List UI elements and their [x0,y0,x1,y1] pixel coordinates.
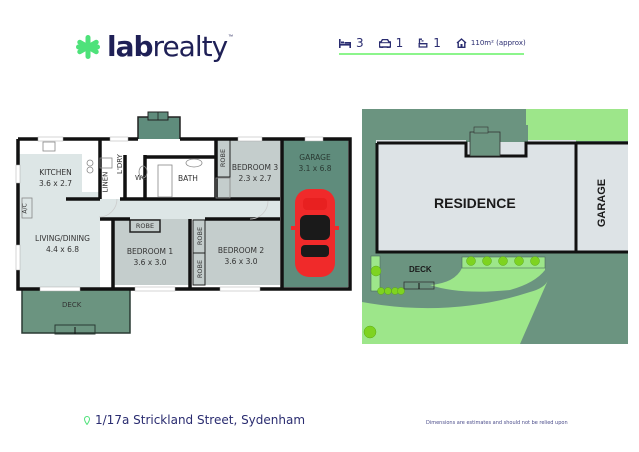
room-name: KITCHEN [39,168,72,177]
room-dims: 3.1 x 6.8 [298,164,332,173]
label-bath: BATH [178,174,198,183]
room-dims: 3.6 x 2.7 [38,179,73,188]
floor-area: 110m² (approx) [470,39,526,47]
site-plan-drawing [362,109,628,344]
room-living-dining: LIVING/DINING 4.4 x 6.8 [30,233,95,255]
room-name: BEDROOM 1 [126,247,174,256]
floor-plan: KITCHEN 3.6 x 2.7 LIVING/DINING 4.4 x 6.… [0,0,360,345]
location-pin-icon [84,415,90,425]
trademark: ™ [228,34,234,40]
room-name: GARAGE [299,153,331,162]
site-residence-label: RESIDENCE [434,195,516,211]
address-text: 1/17a Strickland Street, Sydenham [95,413,306,427]
property-address: 1/17a Strickland Street, Sydenham [84,413,305,427]
asterisk-logo-icon [76,35,100,59]
brand-logo: labrealty ™ [75,30,233,64]
stat-bathrooms: 1 [418,36,441,50]
brand-name-regular: realty [152,30,229,63]
bath-icon [418,38,428,48]
site-deck-label: DECK [409,265,432,274]
room-garage: GARAGE 3.1 x 6.8 [286,152,344,174]
room-dims: 3.6 x 3.0 [133,258,167,267]
brand-name: labrealty [107,30,229,63]
site-garage-label: GARAGE [596,178,608,228]
room-name: LIVING/DINING [35,234,90,243]
stat-bedrooms: 3 [339,36,364,50]
bed-icon [339,38,351,48]
brand-name-bold: lab [107,30,154,63]
room-dims: 4.4 x 6.8 [45,245,80,254]
garages-count: 1 [395,36,404,50]
room-bedroom-3: BEDROOM 3 2.3 x 2.7 [230,162,280,184]
floor-plan-drawing [15,111,352,335]
bathrooms-count: 1 [433,36,441,50]
room-name: BEDROOM 3 [231,163,279,172]
property-stats: 3 1 1 110m² (approx) [339,36,537,50]
house-icon [456,38,467,48]
label-deck: DECK [62,301,82,309]
room-bedroom-2: BEDROOM 2 3.6 x 3.0 [205,245,277,267]
room-dims: 2.3 x 2.7 [238,174,272,183]
shrubs [363,256,540,339]
bedrooms-count: 3 [356,36,364,50]
stats-underline [339,53,524,55]
stat-area: 110m² (approx) [456,38,526,48]
room-name: BEDROOM 2 [217,246,265,255]
room-bedroom-1: BEDROOM 1 3.6 x 3.0 [115,246,185,268]
stat-garages: 1 [378,36,404,50]
site-plan: RESIDENCE GARAGE DECK [362,109,628,344]
label-wc: WC [135,174,147,182]
room-kitchen: KITCHEN 3.6 x 2.7 [28,167,83,189]
car-illustration [291,189,339,277]
disclaimer: Dimensions are estimates and should not … [426,420,568,426]
label-robe-bed1: ROBE [135,222,155,230]
car-icon [378,38,391,48]
room-dims: 3.6 x 3.0 [224,257,258,266]
